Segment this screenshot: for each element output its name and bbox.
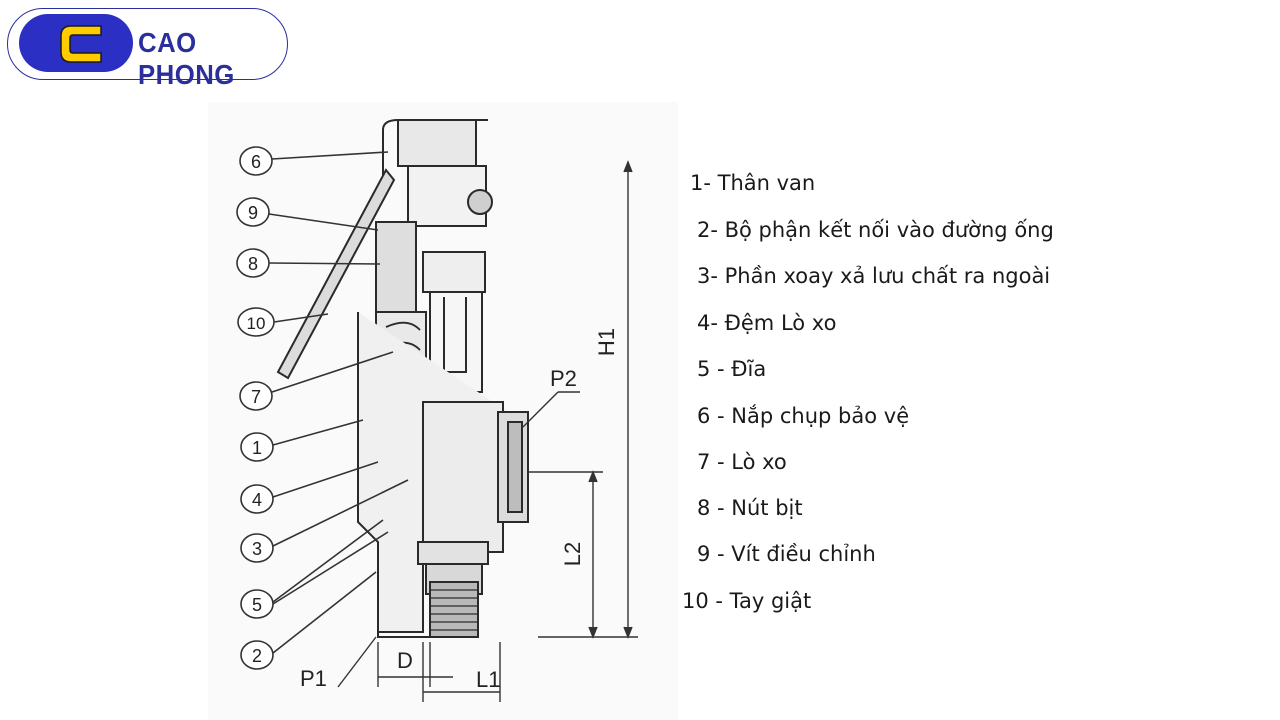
callout-3: 3 [240,479,409,563]
callout-7: 7 [239,351,394,411]
callout-5: 5 [240,519,389,619]
legend-item: 6 - Nắp chụp bảo vệ [697,404,910,428]
svg-text:1: 1 [252,438,262,458]
l2-label: L2 [560,542,585,566]
l1-label: L1 [476,667,500,692]
p2-label: P2 [550,366,577,391]
callout-10: 10 [237,307,329,337]
legend-item: 8 - Nút bịt [697,496,803,520]
brand-logo[interactable]: CAO PHONG [7,8,288,90]
legend-item: 2- Bộ phận kết nối vào đường ống [697,218,1054,242]
safety-valve-drawing: 6 9 8 10 7 [236,119,638,702]
callout-2: 2 [240,571,377,670]
legend-item: 1- Thân van [690,171,816,195]
legend-item: 3- Phần xoay xả lưu chất ra ngoài [697,264,1051,288]
callout-9: 9 [236,197,379,231]
legend-item: 7 - Lò xo [697,450,787,474]
callout-8: 8 [236,248,381,278]
svg-text:7: 7 [251,387,261,407]
legend-item: 9 - Vít điều chỉnh [697,542,876,566]
legend-item: 10 - Tay giật [682,589,812,613]
logo-c-icon [60,25,102,63]
legend-item: 5 - Đĩa [697,357,767,381]
svg-text:8: 8 [248,254,258,274]
svg-text:9: 9 [248,203,258,223]
h1-label: H1 [594,328,619,356]
p1-label: P1 [300,666,327,691]
brand-name: CAO PHONG [138,27,235,90]
svg-text:2: 2 [252,646,262,666]
callout-1: 1 [240,419,364,462]
svg-text:3: 3 [252,539,262,559]
svg-text:6: 6 [251,152,261,172]
callout-6: 6 [239,146,389,176]
d-label: D [397,648,413,673]
legend-item: 4- Đệm Lò xo [697,311,837,335]
svg-text:10: 10 [247,314,266,333]
svg-text:5: 5 [252,595,262,615]
logo-mark [19,14,133,72]
valve-diagram: 6 9 8 10 7 [208,102,678,720]
callout-4: 4 [240,461,379,514]
svg-text:4: 4 [252,490,262,510]
